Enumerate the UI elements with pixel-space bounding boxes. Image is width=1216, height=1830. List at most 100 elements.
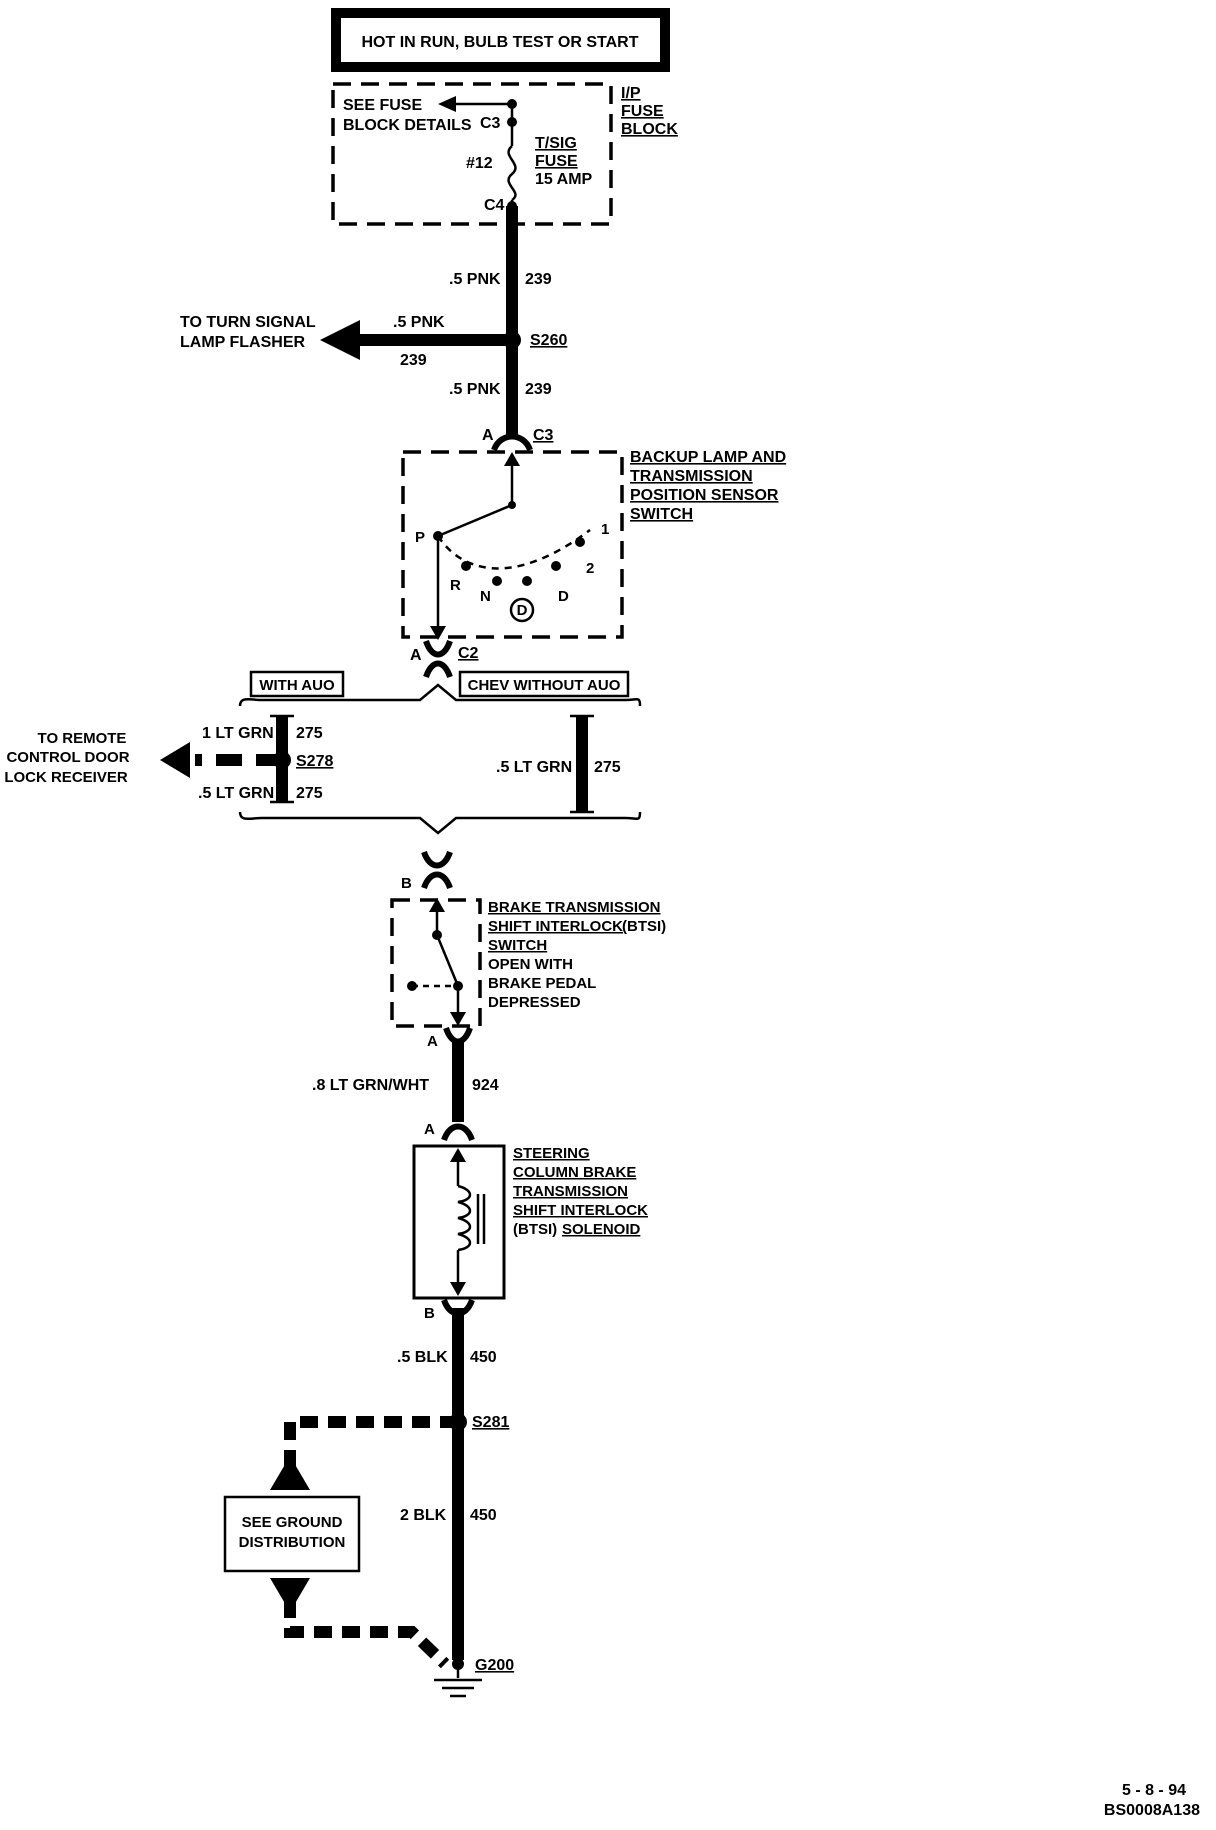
- ground-label: G200: [475, 1657, 514, 1674]
- wire3-circuit: 924: [472, 1077, 499, 1094]
- coil-icon: [457, 1184, 472, 1252]
- btsi-solenoid: A B STEERING COLUMN BRAKE TRANSMISSION S…: [412, 1121, 648, 1322]
- btsi-desc-6: DEPRESSED: [488, 994, 581, 1011]
- fuse-icon: [507, 145, 517, 202]
- fuse-number: #12: [466, 155, 493, 172]
- pos-n: N: [480, 588, 491, 605]
- tps-bottom-conn: C2: [458, 645, 479, 662]
- wire-c-circuit: 275: [594, 759, 621, 776]
- splice-s278-label: S278: [296, 753, 333, 770]
- wire5-gauge: 2 BLK: [400, 1507, 447, 1524]
- wire2-circuit: 239: [525, 381, 552, 398]
- overdrive-icon: [509, 597, 535, 623]
- pos-1: 1: [601, 521, 609, 538]
- fuse-rating: 15 AMP: [535, 171, 593, 188]
- connector-a-icon: [443, 1026, 473, 1045]
- wire1-gauge: .5 PNK: [449, 271, 501, 288]
- splice-s260-label: S260: [530, 332, 567, 349]
- connector-b-icon: [421, 850, 453, 890]
- btsi-switch-bottom-pin: A: [427, 1033, 438, 1050]
- pos-d: D: [558, 588, 569, 605]
- arrow-left-icon: [320, 320, 360, 360]
- solenoid-name-4: SHIFT INTERLOCK: [513, 1202, 648, 1219]
- btsi-desc-5: BRAKE PEDAL: [488, 975, 596, 992]
- flasher-branch-gauge: .5 PNK: [393, 314, 445, 331]
- tps-name-2: TRANSMISSION: [630, 468, 753, 485]
- arrow-down-icon: [270, 1578, 310, 1612]
- footer-date: 5 - 8 - 94: [1122, 1782, 1186, 1799]
- fuse-block-name-2: FUSE: [621, 103, 664, 120]
- connector-c3-icon: [491, 433, 533, 452]
- splice-s281-label: S281: [472, 1414, 509, 1431]
- wire4-circuit: 450: [470, 1349, 497, 1366]
- solenoid-bottom-pin: B: [424, 1305, 435, 1322]
- solenoid-name-2: COLUMN BRAKE: [513, 1164, 636, 1181]
- arrow-left-icon: [438, 96, 456, 112]
- option-section: WITH AUO CHEV WITHOUT AUO S278 TO REMOTE…: [4, 670, 642, 835]
- solenoid-name-1: STEERING: [513, 1145, 590, 1162]
- ground-box-2: DISTRIBUTION: [239, 1534, 346, 1551]
- pos-overdrive: D: [517, 602, 528, 619]
- see-fuse-details-1: SEE FUSE: [343, 97, 422, 114]
- wire-a-gauge: 1 LT GRN: [202, 725, 274, 742]
- tps-name-3: POSITION SENSOR: [630, 487, 779, 504]
- pos-2: 2: [586, 560, 594, 577]
- fuse-conn-c4: C4: [484, 197, 505, 214]
- fuse-name-1: T/SIG: [535, 135, 577, 152]
- ground-box-1: SEE GROUND: [242, 1514, 343, 1531]
- btsi-desc-abbr: (BTSI): [622, 918, 666, 935]
- solenoid-name-3: TRANSMISSION: [513, 1183, 628, 1200]
- fuse-conn-c3: C3: [480, 115, 501, 132]
- solenoid-name-5a: (BTSI): [513, 1221, 557, 1238]
- arrow-up-icon: [270, 1456, 310, 1490]
- svg-text:CHEV WITHOUT AUO: CHEV WITHOUT AUO: [468, 677, 621, 694]
- ground-distribution-path-bottom: [284, 1600, 450, 1669]
- option-without-auo: [458, 670, 630, 698]
- connector-c2-icon: [423, 639, 453, 679]
- tps-top-conn: C3: [533, 427, 554, 444]
- ground-symbol-icon: [434, 1678, 482, 1698]
- fuse-block: I/P FUSE BLOCK SEE FUSE BLOCK DETAILS C3…: [331, 82, 678, 226]
- remote-lock-dest-1: TO REMOTE: [38, 730, 127, 747]
- ground-distribution-box: [223, 1495, 361, 1573]
- tps-name-4: SWITCH: [630, 506, 693, 523]
- tps-bottom-pin: A: [410, 647, 422, 664]
- remote-lock-dest-2: CONTROL DOOR: [6, 749, 129, 766]
- flasher-dest-2: LAMP FLASHER: [180, 334, 305, 351]
- btsi-desc-4: OPEN WITH: [488, 956, 573, 973]
- fuse-block-name-3: BLOCK: [621, 121, 678, 138]
- see-fuse-details-2: BLOCK DETAILS: [343, 117, 472, 134]
- fuse-block-name-1: I/P: [621, 85, 641, 102]
- arrow-left-icon: [160, 742, 190, 778]
- wire-b-circuit: 275: [296, 785, 323, 802]
- wire-b-gauge: .5 LT GRN: [198, 785, 274, 802]
- wire5-circuit: 450: [470, 1507, 497, 1524]
- pos-r: R: [450, 577, 461, 594]
- footer-code: BS0008A138: [1104, 1802, 1200, 1819]
- btsi-desc-3: SWITCH: [488, 937, 547, 954]
- wire-a-circuit: 275: [296, 725, 323, 742]
- option-brace-top: [238, 683, 642, 707]
- btsi-switch-top-pin: B: [401, 875, 412, 892]
- wire4-gauge: .5 BLK: [397, 1349, 448, 1366]
- wire3-gauge: .8 LT GRN/WHT: [312, 1077, 429, 1094]
- wire1-circuit: 239: [525, 271, 552, 288]
- btsi-desc-1: BRAKE TRANSMISSION: [488, 899, 661, 916]
- wire2-gauge: .5 PNK: [449, 381, 501, 398]
- solenoid-top-pin: A: [424, 1121, 435, 1138]
- wire-c-gauge: .5 LT GRN: [496, 759, 572, 776]
- remote-lock-dest-3: LOCK RECEIVER: [4, 769, 128, 786]
- fuse-name-2: FUSE: [535, 153, 578, 170]
- connector-a-icon: [441, 1123, 475, 1142]
- option-with-auo: [249, 670, 345, 698]
- ground-distribution-path-top: [284, 1416, 458, 1475]
- btsi-switch: B A BRAKE TRANSMISSION SHIFT INTERLOCK (…: [390, 850, 666, 1050]
- backup-lamp-tps-switch: A C3 BACKUP LAMP AND TRANSMISSION POSITI…: [401, 427, 786, 679]
- flasher-branch-circuit: 239: [400, 352, 427, 369]
- option-brace-bottom: [238, 811, 642, 835]
- solenoid-name-5b: SOLENOID: [562, 1221, 641, 1238]
- tps-name-1: BACKUP LAMP AND: [630, 449, 786, 466]
- flasher-dest-1: TO TURN SIGNAL: [180, 314, 316, 331]
- tps-top-pin: A: [482, 427, 494, 444]
